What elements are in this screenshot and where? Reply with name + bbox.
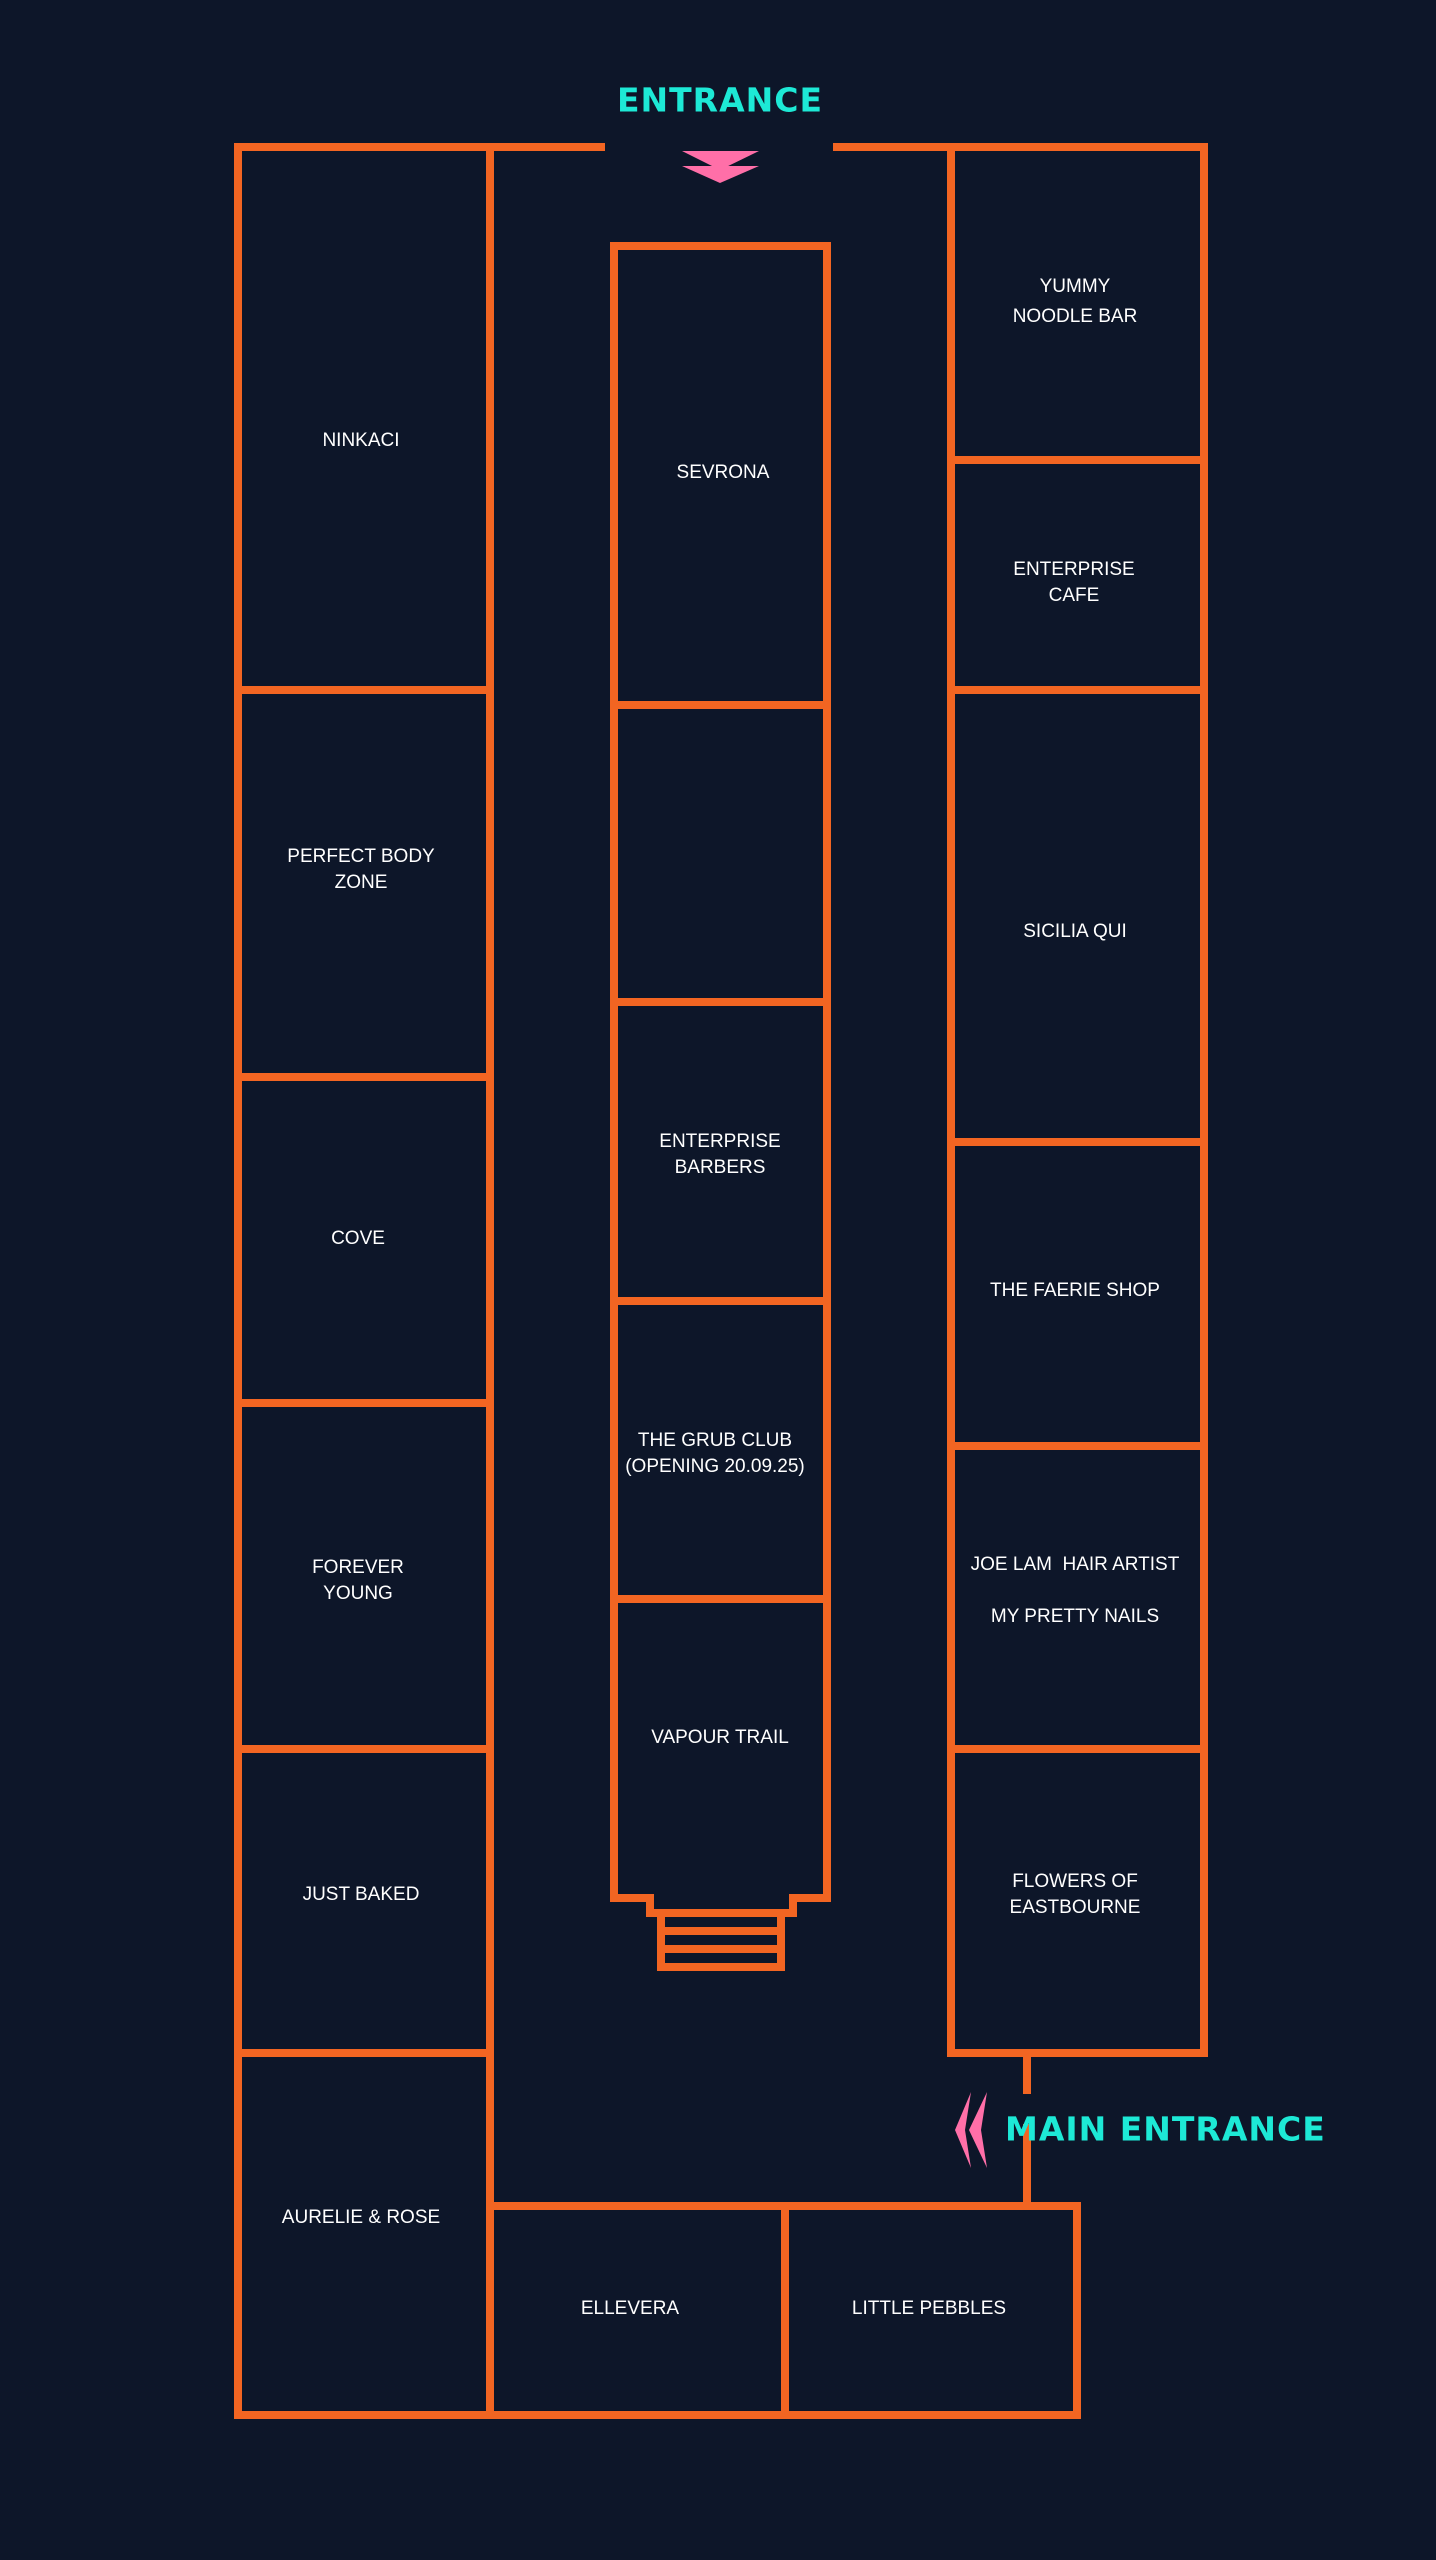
store-little-pebbles[interactable]: LITTLE PEBBLES [852, 2298, 1006, 2319]
store-forever-young[interactable]: YOUNG [323, 1583, 393, 1604]
store-grub-club[interactable]: (OPENING 20.09.25) [625, 1456, 805, 1477]
store-my-pretty-nails[interactable]: MY PRETTY NAILS [991, 1606, 1159, 1627]
store-yummy-noodle-bar[interactable]: NOODLE BAR [1013, 306, 1138, 327]
center-island-wall [610, 242, 831, 1917]
store-faerie-shop[interactable]: THE FAERIE SHOP [990, 1280, 1160, 1301]
store-perfect-body-zone[interactable]: PERFECT BODY [287, 846, 435, 867]
right-block-wall [833, 143, 1208, 2057]
entrance-label: ENTRANCE [617, 81, 823, 120]
store-enterprise-cafe[interactable]: CAFE [1049, 585, 1100, 606]
store-sevrona[interactable]: SEVRONA [677, 462, 770, 483]
store-flowers-eastbourne[interactable]: EASTBOURNE [1010, 1897, 1141, 1918]
main-entrance-arrow-left-icon [955, 2092, 987, 2168]
store-forever-young[interactable]: FOREVER [312, 1557, 404, 1578]
store-flowers-eastbourne[interactable]: FLOWERS OF [1012, 1871, 1138, 1892]
store-joe-lam-hair-artist[interactable]: JOE LAM HAIR ARTIST [971, 1554, 1180, 1575]
walls [234, 143, 1208, 2419]
store-enterprise-barbers[interactable]: BARBERS [675, 1157, 766, 1178]
store-enterprise-cafe[interactable]: ENTERPRISE [1013, 559, 1134, 580]
store-aurelie-rose[interactable]: AURELIE & ROSE [282, 2207, 440, 2228]
store-vapour-trail[interactable]: VAPOUR TRAIL [651, 1727, 789, 1748]
stairs-icon [657, 1909, 785, 1971]
store-grub-club[interactable]: THE GRUB CLUB [638, 1430, 792, 1451]
outer-wall-left [234, 143, 1081, 2419]
entrance-arrow-down-icon [682, 151, 759, 183]
store-just-baked[interactable]: JUST BAKED [303, 1884, 420, 1905]
store-labels: NINKACI PERFECT BODY ZONE COVE FOREVER Y… [282, 276, 1180, 2319]
store-perfect-body-zone[interactable]: ZONE [335, 872, 388, 893]
store-sicilia-qui[interactable]: SICILIA QUI [1023, 921, 1126, 942]
store-cove[interactable]: COVE [331, 1228, 385, 1249]
store-ellevera[interactable]: ELLEVERA [581, 2298, 680, 2319]
main-entrance-label: MAIN ENTRANCE [1005, 2110, 1326, 2149]
store-yummy-noodle-bar[interactable]: YUMMY [1040, 276, 1111, 297]
store-ninkaci[interactable]: NINKACI [322, 430, 399, 451]
store-enterprise-barbers[interactable]: ENTERPRISE [659, 1131, 780, 1152]
